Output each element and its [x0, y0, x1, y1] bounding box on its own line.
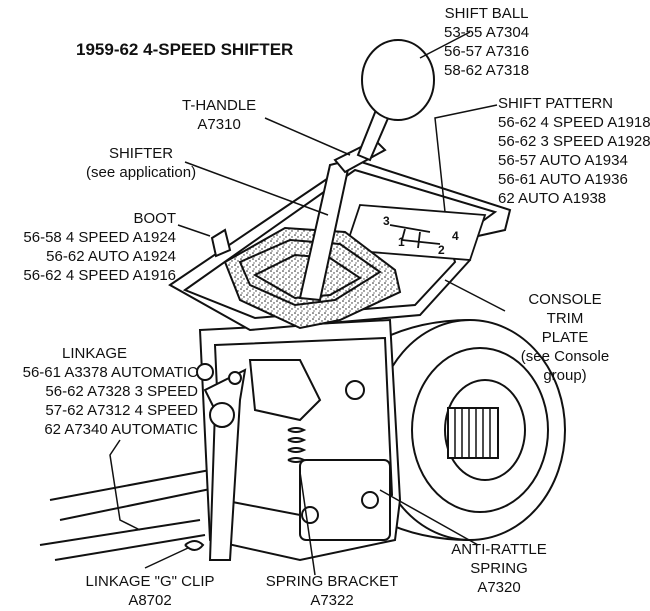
label-line: 56-62 A7328 3 SPEED — [45, 383, 198, 400]
label-shift-ball: SHIFT BALL 53-55 A7304 56-57 A7316 58-62… — [444, 4, 529, 80]
label-line: 56-58 4 SPEED A1924 — [23, 229, 176, 246]
label-t-handle: T-HANDLE A7310 — [182, 96, 256, 134]
pattern-mark-2: 2 — [438, 243, 445, 257]
pattern-marks: 3 1 4 2 — [383, 214, 459, 257]
label-line: 53-55 A7304 — [444, 24, 530, 41]
label-console-trim-plate: CONSOLE TRIM PLATE (see Console group) — [505, 290, 625, 385]
diagram-title: 1959-62 4-SPEED SHIFTER — [76, 40, 294, 59]
label-line: 56-62 3 SPEED A1928 — [498, 133, 650, 150]
label-line: SHIFTER — [108, 145, 174, 162]
label-line: 62 A7340 AUTOMATIC — [44, 421, 198, 438]
label-line: 56-62 4 SPEED A1918 — [498, 114, 650, 131]
leader-lines — [109, 31, 506, 576]
label-anti-rattle-spring: ANTI-RATTLE SPRING A7320 — [434, 540, 564, 597]
label-linkage: LINKAGE 56-61 A3378 AUTOMATIC 56-62 A732… — [2, 344, 198, 439]
label-line: PLATE — [541, 329, 589, 346]
label-boot: BOOT 56-58 4 SPEED A1924 56-62 AUTO A192… — [6, 209, 176, 285]
label-line: A8702 — [128, 592, 172, 609]
label-line: ANTI-RATTLE — [451, 541, 547, 558]
shift-ball — [361, 39, 435, 121]
label-linkage-g-clip: LINKAGE "G" CLIP A8702 — [80, 572, 220, 610]
pattern-mark-3: 3 — [383, 214, 390, 228]
label-line: 56-57 A7316 — [444, 43, 530, 60]
label-spring-bracket: SPRING BRACKET A7322 — [262, 572, 402, 610]
label-shifter: SHIFTER (see application) — [86, 144, 196, 182]
label-line: A7320 — [477, 579, 521, 596]
linkage-lever — [184, 359, 322, 561]
label-line: TRIM — [546, 310, 584, 327]
label-line: LINKAGE — [62, 345, 128, 362]
pattern-mark-4: 4 — [452, 229, 459, 243]
label-line: group) — [543, 367, 587, 384]
label-line: 56-61 AUTO A1936 — [498, 171, 628, 188]
label-line: SHIFT PATTERN — [498, 95, 614, 112]
transmission-housing — [374, 319, 566, 541]
label-shift-pattern: SHIFT PATTERN 56-62 4 SPEED A1918 56-62 … — [498, 94, 650, 208]
label-line: A7310 — [197, 116, 241, 133]
label-line: SPRING — [470, 560, 528, 577]
label-line: SHIFT BALL — [444, 5, 529, 22]
label-line: SPRING BRACKET — [265, 573, 399, 590]
label-line: BOOT — [133, 210, 176, 227]
label-line: LINKAGE "G" CLIP — [85, 573, 215, 590]
label-line: 57-62 A7312 4 SPEED — [45, 402, 198, 419]
label-line: T-HANDLE — [182, 97, 257, 114]
linkage-rods — [39, 469, 216, 561]
label-line: 56-57 AUTO A1934 — [498, 152, 628, 169]
label-line: CONSOLE — [528, 291, 602, 308]
label-line: 56-62 AUTO A1924 — [46, 248, 176, 265]
label-line: (see application) — [86, 164, 197, 181]
label-line: (see Console — [520, 348, 610, 365]
label-line: 62 AUTO A1938 — [498, 190, 607, 207]
label-line: 58-62 A7318 — [444, 62, 530, 79]
label-line: A7322 — [310, 592, 354, 609]
label-line: 56-62 4 SPEED A1916 — [23, 267, 176, 284]
pattern-mark-1: 1 — [398, 235, 405, 249]
label-line: 56-61 A3378 AUTOMATIC — [22, 364, 198, 381]
